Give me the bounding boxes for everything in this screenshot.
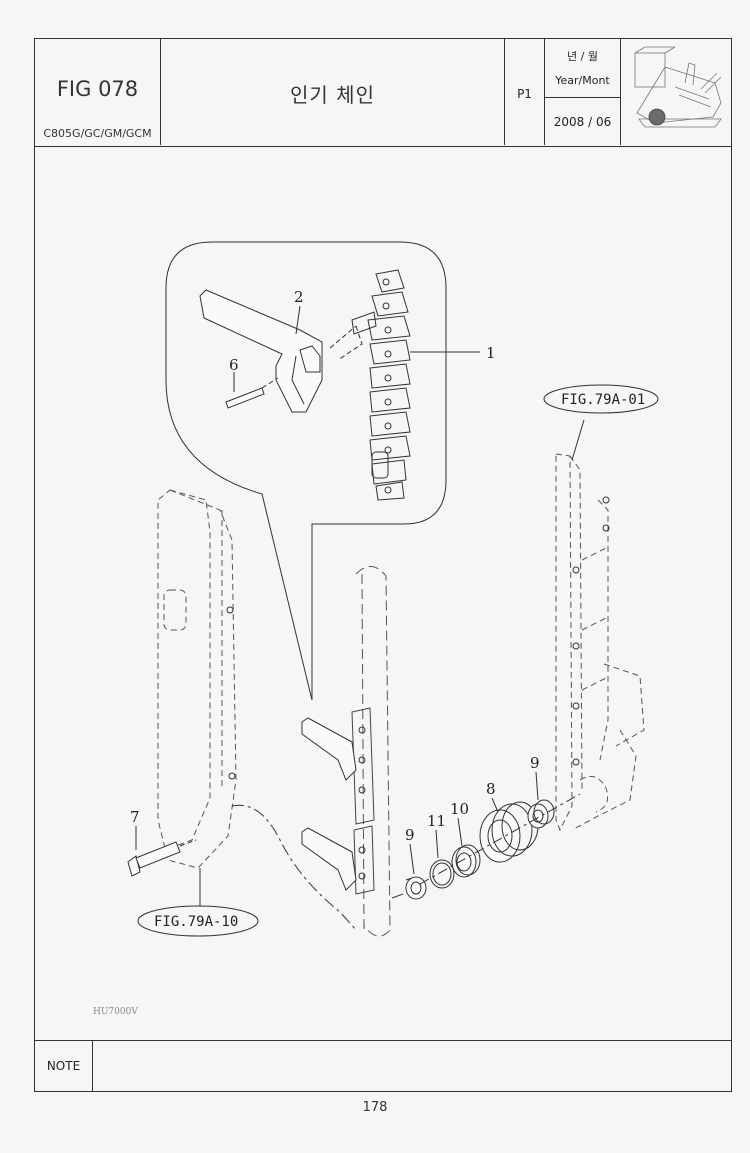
year-month-label-kr: 년 / 월 bbox=[567, 50, 598, 63]
model-list: C805G/GC/GM/GCM bbox=[43, 127, 152, 140]
page-number: 178 bbox=[362, 1100, 388, 1115]
lower-lever-upper bbox=[301, 717, 357, 781]
part-11-snap-ring bbox=[429, 859, 455, 889]
part-10-bearing bbox=[451, 844, 481, 878]
title-cell: 인기 체인 bbox=[161, 39, 505, 145]
date-cell: 년 / 월 Year/Mont 2008 / 06 bbox=[545, 39, 621, 145]
figref-79a-10-frame bbox=[137, 905, 259, 937]
note-row: NOTE bbox=[35, 1040, 731, 1092]
callout-11: 11 bbox=[427, 812, 446, 830]
inset-chain bbox=[351, 269, 411, 501]
figref-79a-10: FIG.79A-10 bbox=[154, 914, 238, 930]
issue-date: 2008 / 06 bbox=[553, 115, 612, 129]
page-code-cell: P1 bbox=[505, 39, 545, 145]
inset-lever bbox=[199, 289, 323, 413]
detail-inset-frame bbox=[165, 241, 447, 701]
header-table: FIG 078 C805G/GC/GM/GCM 인기 체인 P1 년 / 월 Y… bbox=[35, 39, 731, 147]
callout-10: 10 bbox=[450, 800, 469, 818]
part-8-sprocket bbox=[479, 801, 539, 863]
callout-8: 8 bbox=[486, 780, 496, 798]
callout-2: 2 bbox=[294, 288, 304, 306]
page-code: P1 bbox=[517, 87, 532, 101]
page-title: 인기 체인 bbox=[290, 83, 375, 107]
callout-6: 6 bbox=[229, 356, 239, 374]
figref-79a-01: FIG.79A-01 bbox=[561, 392, 645, 408]
callout-9-left: 9 bbox=[405, 826, 415, 844]
inset-pin bbox=[225, 387, 265, 409]
right-frame bbox=[555, 453, 645, 832]
fig-cell: FIG 078 C805G/GC/GM/GCM bbox=[35, 39, 161, 145]
parts-sheet: FIG 078 C805G/GC/GM/GCM 인기 체인 P1 년 / 월 Y… bbox=[34, 38, 732, 1092]
main-chain-loop bbox=[355, 566, 391, 937]
fig-number: FIG 078 bbox=[56, 77, 139, 101]
callout-1: 1 bbox=[486, 344, 496, 362]
part-9-right-bushing bbox=[527, 799, 555, 829]
year-month-label-en: Year/Mont bbox=[555, 74, 610, 87]
drawing-code: HU7000V bbox=[93, 1007, 138, 1017]
bolt-part-7 bbox=[127, 839, 197, 877]
note-label: NOTE bbox=[35, 1041, 93, 1091]
combine-harvester-thumbnail bbox=[634, 46, 722, 128]
lower-lever-lower bbox=[301, 827, 357, 891]
figref-79a-01-frame bbox=[543, 384, 659, 414]
callout-9-right: 9 bbox=[530, 754, 540, 772]
date-divider bbox=[545, 97, 620, 98]
left-chain-case bbox=[157, 489, 237, 869]
part-9-left-bushing bbox=[405, 876, 427, 900]
callout-7: 7 bbox=[130, 808, 140, 826]
machine-thumbnail-cell bbox=[621, 39, 731, 145]
